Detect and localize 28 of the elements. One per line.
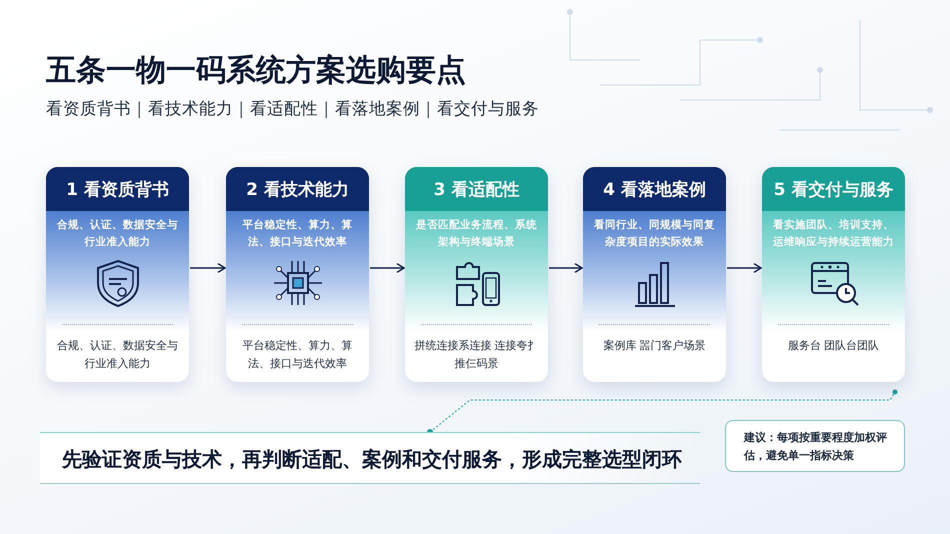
process-card [583,167,726,382]
arrow [370,262,405,274]
title: 五条一物一码系统方案选购要点 [46,52,466,90]
summary-banner: 先验证资质与技术，再判断适配、案例和交付服务，形成完整选型闭环 [40,432,700,484]
arrow [190,262,226,274]
card-header: 3 看适配性 [405,167,548,211]
arrow [549,262,583,274]
arrow [727,262,762,274]
card-description: 平台稳定性、算力、算法、接口与迭代效率 [242,218,354,250]
process-card [46,167,189,382]
card-description: 看同行业、同规模与同复杂度项目的实际效果 [593,218,716,250]
card-note: 拼统连接系连接 连接夸扌推仨码景 [413,338,540,372]
subtitle: 看资质背书｜看技术能力｜看适配性｜看落地案例｜看交付与服务 [46,98,539,120]
card-header: 4 看落地案例 [583,167,726,211]
card-note: 平台稳定性、算力、算法、接口与迭代效率 [242,338,354,372]
card-note: 案例库 噐门客户场景 [602,338,707,354]
card-header: 1 看资质背书 [46,167,189,211]
process-card [762,167,905,382]
advice-box: 建议：每项按重要程度加权评估，避免单一指标决策 [725,420,905,472]
card-header: 5 看交付与服务 [762,167,905,211]
card-note: 合规、认证、数据安全与行业准入能力 [56,338,179,372]
card-description: 看实施团队、培训支持、运维响应与持续运营能力 [772,218,895,250]
card-note: 服务台 团队台团队 [786,338,880,354]
process-card [405,167,548,382]
card-description: 合规、认证、数据安全与行业准入能力 [56,218,179,250]
card-description: 是否匹配业务流程、系统架构与终端场景 [415,218,538,250]
process-card [226,167,369,382]
card-header: 2 看技术能力 [226,167,369,211]
